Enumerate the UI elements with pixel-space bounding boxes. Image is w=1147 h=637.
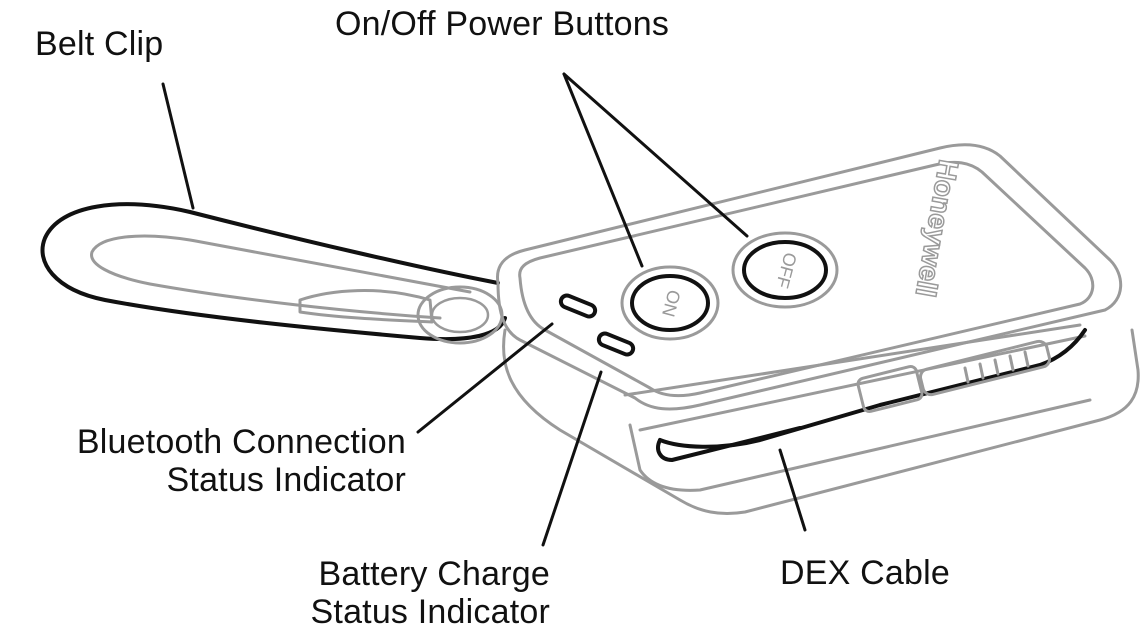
battery-label-line1: Battery Charge [318,555,550,593]
leader-on-button [562,72,644,268]
callout-battery: Battery Charge Status Indicator [311,555,550,631]
dex-cable-label: DEX Cable [780,554,950,592]
off-label: OFF [772,250,801,290]
off-button [731,231,839,309]
callout-bluetooth: Bluetooth Connection Status Indicator [77,423,406,499]
belt-clip [40,202,507,345]
leader-battery [541,370,603,547]
callout-belt-clip: Belt Clip [35,25,163,63]
status-indicators [558,293,636,357]
bluetooth-label-line1: Bluetooth Connection [76,423,406,461]
battery-led [596,331,636,357]
brand-logo: Honeywell [910,157,965,299]
leader-dex-cable [778,448,807,532]
leader-off-button [562,72,749,238]
device-body [495,143,1140,515]
belt-clip-label: Belt Clip [35,25,164,63]
leader-lines [161,72,807,547]
on-button [620,265,720,341]
leader-belt-clip [161,82,195,210]
power-buttons-label: On/Off Power Buttons [335,5,670,43]
callout-power-buttons: On/Off Power Buttons [335,5,669,43]
bluetooth-led [558,293,598,319]
callout-dex-cable: DEX Cable [780,554,950,592]
bluetooth-label-line2: Status Indicator [166,461,406,499]
battery-label-line2: Status Indicator [310,593,550,631]
leader-bluetooth [416,322,554,434]
on-label: ON [658,288,684,319]
